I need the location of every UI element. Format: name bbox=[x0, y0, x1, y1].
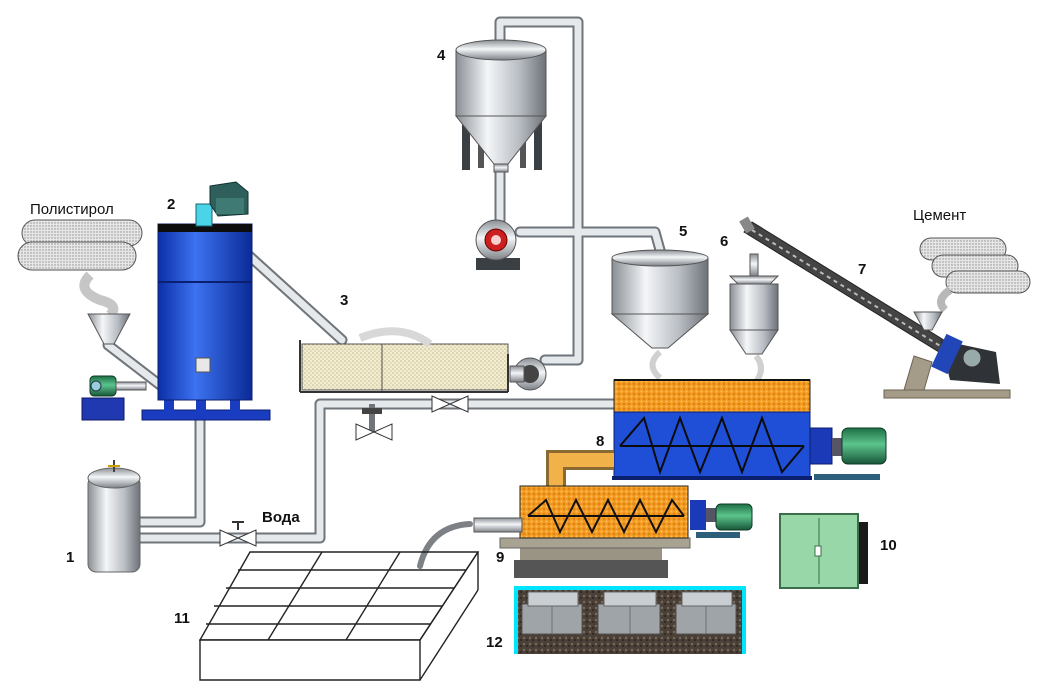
water-valve-upper bbox=[431, 395, 469, 413]
water-valve-lower bbox=[219, 521, 257, 547]
silo-fan bbox=[475, 219, 520, 270]
drain-valve bbox=[355, 404, 393, 441]
cement-bags bbox=[919, 237, 1031, 294]
polystyrene-bags bbox=[17, 219, 143, 271]
storage-silo bbox=[454, 39, 548, 173]
cement-label: Цемент bbox=[913, 207, 966, 224]
mould-tray bbox=[198, 551, 480, 681]
secondary-mixer-motor bbox=[690, 500, 753, 538]
polystyrene-label: Полистирол bbox=[30, 201, 114, 218]
number-1: 1 bbox=[66, 549, 74, 566]
number-10: 10 bbox=[880, 537, 897, 554]
main-mixer-motor bbox=[809, 427, 887, 480]
main-mixer bbox=[612, 379, 812, 480]
number-9: 9 bbox=[496, 549, 504, 566]
secondary-mixer bbox=[473, 485, 691, 578]
water-label: Вода bbox=[262, 509, 300, 526]
number-3: 3 bbox=[340, 292, 348, 309]
mixer-chute bbox=[546, 450, 614, 496]
finished-blocks-photo bbox=[514, 586, 746, 654]
transfer-blower bbox=[509, 357, 547, 391]
steam-generator bbox=[87, 460, 141, 573]
number-11: 11 bbox=[174, 610, 190, 627]
number-4: 4 bbox=[437, 47, 446, 64]
foam-bin bbox=[299, 327, 509, 393]
number-6: 6 bbox=[720, 233, 728, 250]
feed-motor bbox=[81, 375, 147, 421]
number-5: 5 bbox=[679, 223, 687, 240]
control-cabinet bbox=[779, 513, 868, 589]
foam-dosing-hopper bbox=[610, 249, 710, 381]
conveyor-base bbox=[883, 333, 1011, 399]
number-2: 2 bbox=[167, 196, 175, 213]
feed-hopper bbox=[87, 313, 131, 345]
cement-dosing-hopper bbox=[728, 253, 780, 384]
number-7: 7 bbox=[858, 261, 866, 278]
number-8: 8 bbox=[596, 433, 604, 450]
pre-expander-tank bbox=[141, 181, 271, 421]
number-12: 12 bbox=[486, 634, 503, 651]
